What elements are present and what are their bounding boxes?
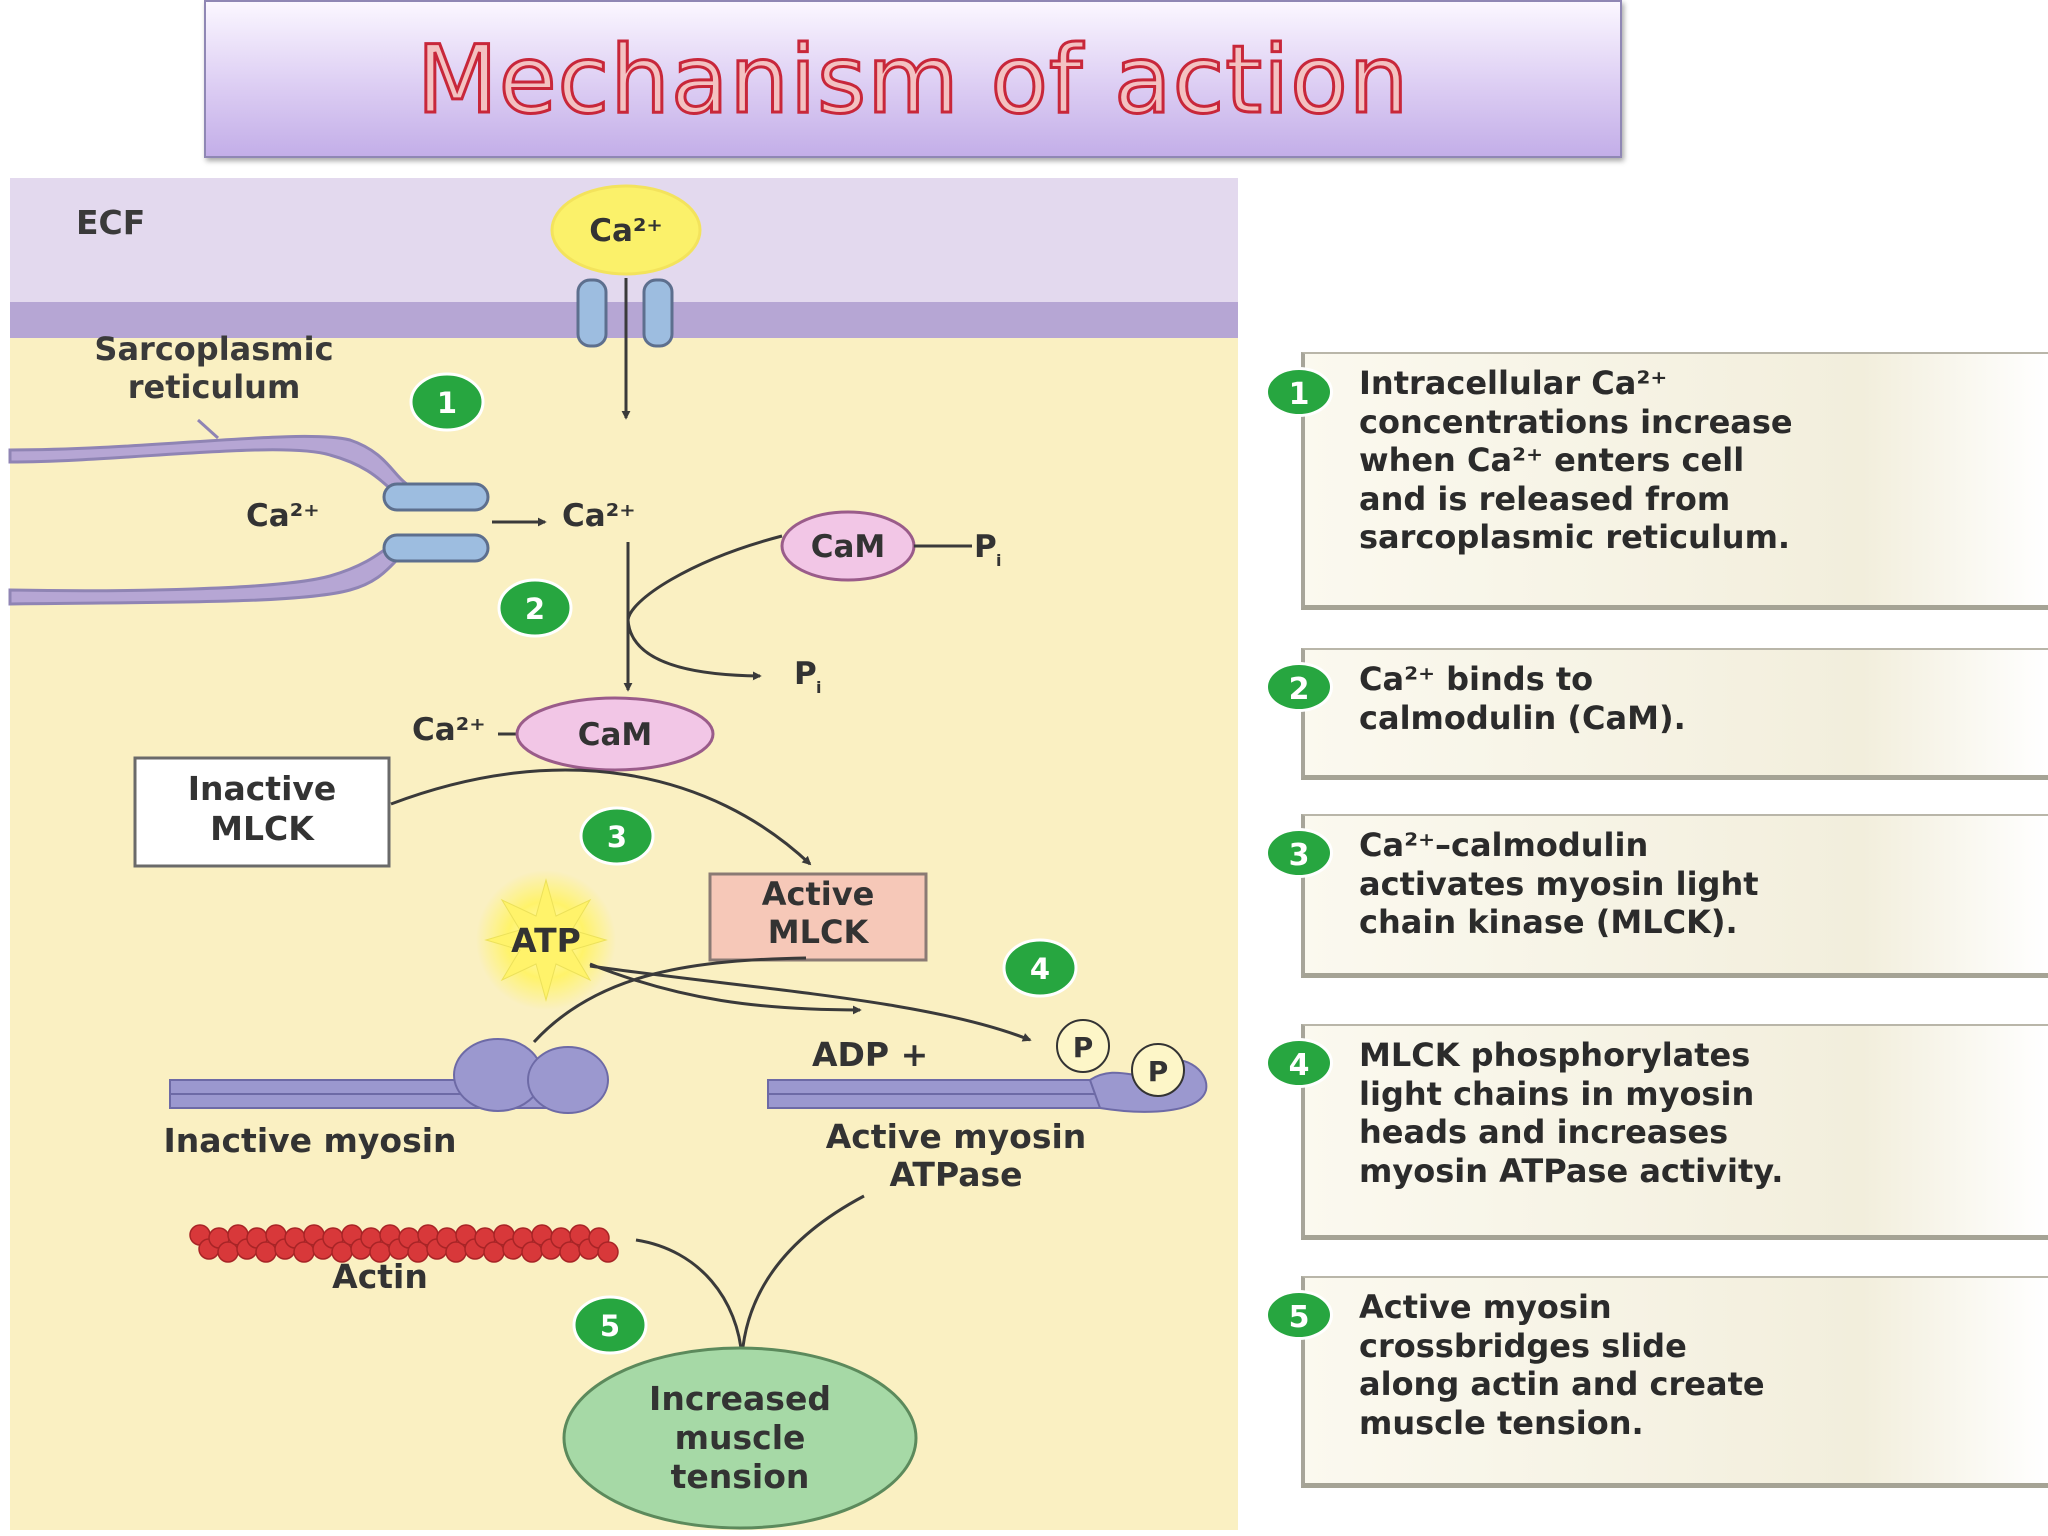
slide-title: Mechanism of action xyxy=(415,25,1410,137)
actin-filament xyxy=(189,1224,619,1263)
step-box-4: MLCK phosphorylates light chains in myos… xyxy=(1301,1024,2048,1240)
svg-text:2: 2 xyxy=(525,592,545,626)
diagram-badge-3: 3 xyxy=(579,806,655,866)
phosphorylation-arrow xyxy=(589,964,1032,1042)
svg-text:3: 3 xyxy=(607,820,627,854)
calcium-calmodulin-complex xyxy=(515,696,715,772)
active-mlck-line1: Active xyxy=(762,875,875,913)
calcium-channel-right xyxy=(642,278,674,348)
tension-line2: muscle xyxy=(675,1418,806,1457)
svg-text:1: 1 xyxy=(437,386,457,420)
sr-channel-top xyxy=(382,482,490,512)
phosphate-label-2: P xyxy=(1148,1055,1169,1088)
pi-subscript-2: i xyxy=(816,678,821,697)
atp-label: ATP xyxy=(511,921,581,960)
increased-tension-oval xyxy=(562,1346,918,1530)
sr-label-line2: reticulum xyxy=(128,368,301,406)
step-text-4: MLCK phosphorylates light chains in myos… xyxy=(1359,1036,1784,1190)
sr-channel-bottom xyxy=(382,533,490,563)
tension-line1: Increased xyxy=(649,1379,831,1418)
actin-label: Actin xyxy=(332,1257,428,1296)
diagram-badge-5: 5 xyxy=(572,1295,648,1355)
diagram-badge-4: 4 xyxy=(1002,938,1078,998)
cell-membrane xyxy=(10,302,1238,338)
inactive-myosin-label: Inactive myosin xyxy=(163,1121,456,1160)
step-text-2: Ca²⁺ binds to calmodulin (CaM). xyxy=(1359,660,1686,737)
inactive-mlck-box xyxy=(133,756,391,868)
atp-starburst xyxy=(476,870,616,1010)
step-text-5: Active myosin crossbridges slide along a… xyxy=(1359,1288,1765,1442)
step-badge-2: 2 xyxy=(1265,662,1333,712)
tension-line3: tension xyxy=(671,1457,810,1496)
phosphate-group-1 xyxy=(1056,1019,1110,1073)
calcium-ion-ecf xyxy=(550,184,702,276)
calcium-label-complex: Ca²⁺ xyxy=(412,712,486,748)
step-box-3: Ca²⁺–calmodulin activates myosin light c… xyxy=(1301,814,2048,978)
mlck-activation-arrow xyxy=(390,768,812,866)
pi-label-2: P xyxy=(794,656,817,692)
atp-to-adp-arrow xyxy=(589,962,862,1015)
diagram-badge-2: 2 xyxy=(497,578,573,638)
myosin-to-tension-line xyxy=(740,1194,865,1357)
ecf-label: ECF xyxy=(76,203,145,242)
steps-panel: Intracellular Ca²⁺ concentrations increa… xyxy=(1256,340,2048,1500)
title-banner: Mechanism of action xyxy=(204,0,1622,158)
actin-to-tension-arrow xyxy=(635,1238,746,1360)
step-text-1: Intracellular Ca²⁺ concentrations increa… xyxy=(1359,364,1793,556)
svg-text:5: 5 xyxy=(600,1309,620,1343)
diagram-badge-1: 1 xyxy=(409,372,485,432)
inactive-mlck-line2: MLCK xyxy=(210,809,315,848)
sr-label-line1: Sarcoplasmic xyxy=(94,330,333,368)
step-box-5: Active myosin crossbridges slide along a… xyxy=(1301,1276,2048,1488)
phosphate-label-1: P xyxy=(1073,1031,1094,1064)
inactive-myosin-shape xyxy=(169,1038,609,1114)
step-badge-4: 4 xyxy=(1265,1038,1333,1088)
pi-subscript-1: i xyxy=(996,551,1001,570)
mechanism-diagram: ECF Ca²⁺ Sarcoplasmic reticulum Ca²⁺ Ca²… xyxy=(8,178,1238,1530)
active-myosin-line1: Active myosin xyxy=(826,1117,1087,1156)
mlck-to-myosin-line xyxy=(532,956,807,1044)
phosphate-release-arrow xyxy=(626,534,783,681)
sr-pointer-line xyxy=(196,418,220,440)
calcium-label-ecf: Ca²⁺ xyxy=(589,213,663,249)
inactive-mlck-line1: Inactive xyxy=(188,769,337,808)
active-myosin-line2: ATPase xyxy=(889,1155,1022,1194)
step-badge-3: 3 xyxy=(1265,828,1333,878)
svg-text:4: 4 xyxy=(1030,952,1050,986)
step-text-3: Ca²⁺–calmodulin activates myosin light c… xyxy=(1359,826,1759,941)
diagram-panel: ECF Ca²⁺ Sarcoplasmic reticulum Ca²⁺ Ca²… xyxy=(0,168,1240,1536)
phosphate-group-2 xyxy=(1131,1043,1185,1097)
calcium-channel-left xyxy=(576,278,608,348)
step-box-1: Intracellular Ca²⁺ concentrations increa… xyxy=(1301,352,2048,610)
calcium-label-cytosol: Ca²⁺ xyxy=(562,498,636,534)
adp-label: ADP + xyxy=(812,1035,928,1074)
calcium-label-sr: Ca²⁺ xyxy=(246,498,320,534)
step-badge-1: 1 xyxy=(1265,367,1333,417)
active-mlck-line2: MLCK xyxy=(768,913,870,951)
cam-label-1: CaM xyxy=(811,529,886,565)
pi-label-1: P xyxy=(974,529,997,565)
step-badge-5: 5 xyxy=(1265,1290,1333,1340)
active-mlck-box xyxy=(708,872,928,962)
cam-label-2: CaM xyxy=(578,717,653,753)
step-box-2: Ca²⁺ binds to calmodulin (CaM). xyxy=(1301,648,2048,780)
